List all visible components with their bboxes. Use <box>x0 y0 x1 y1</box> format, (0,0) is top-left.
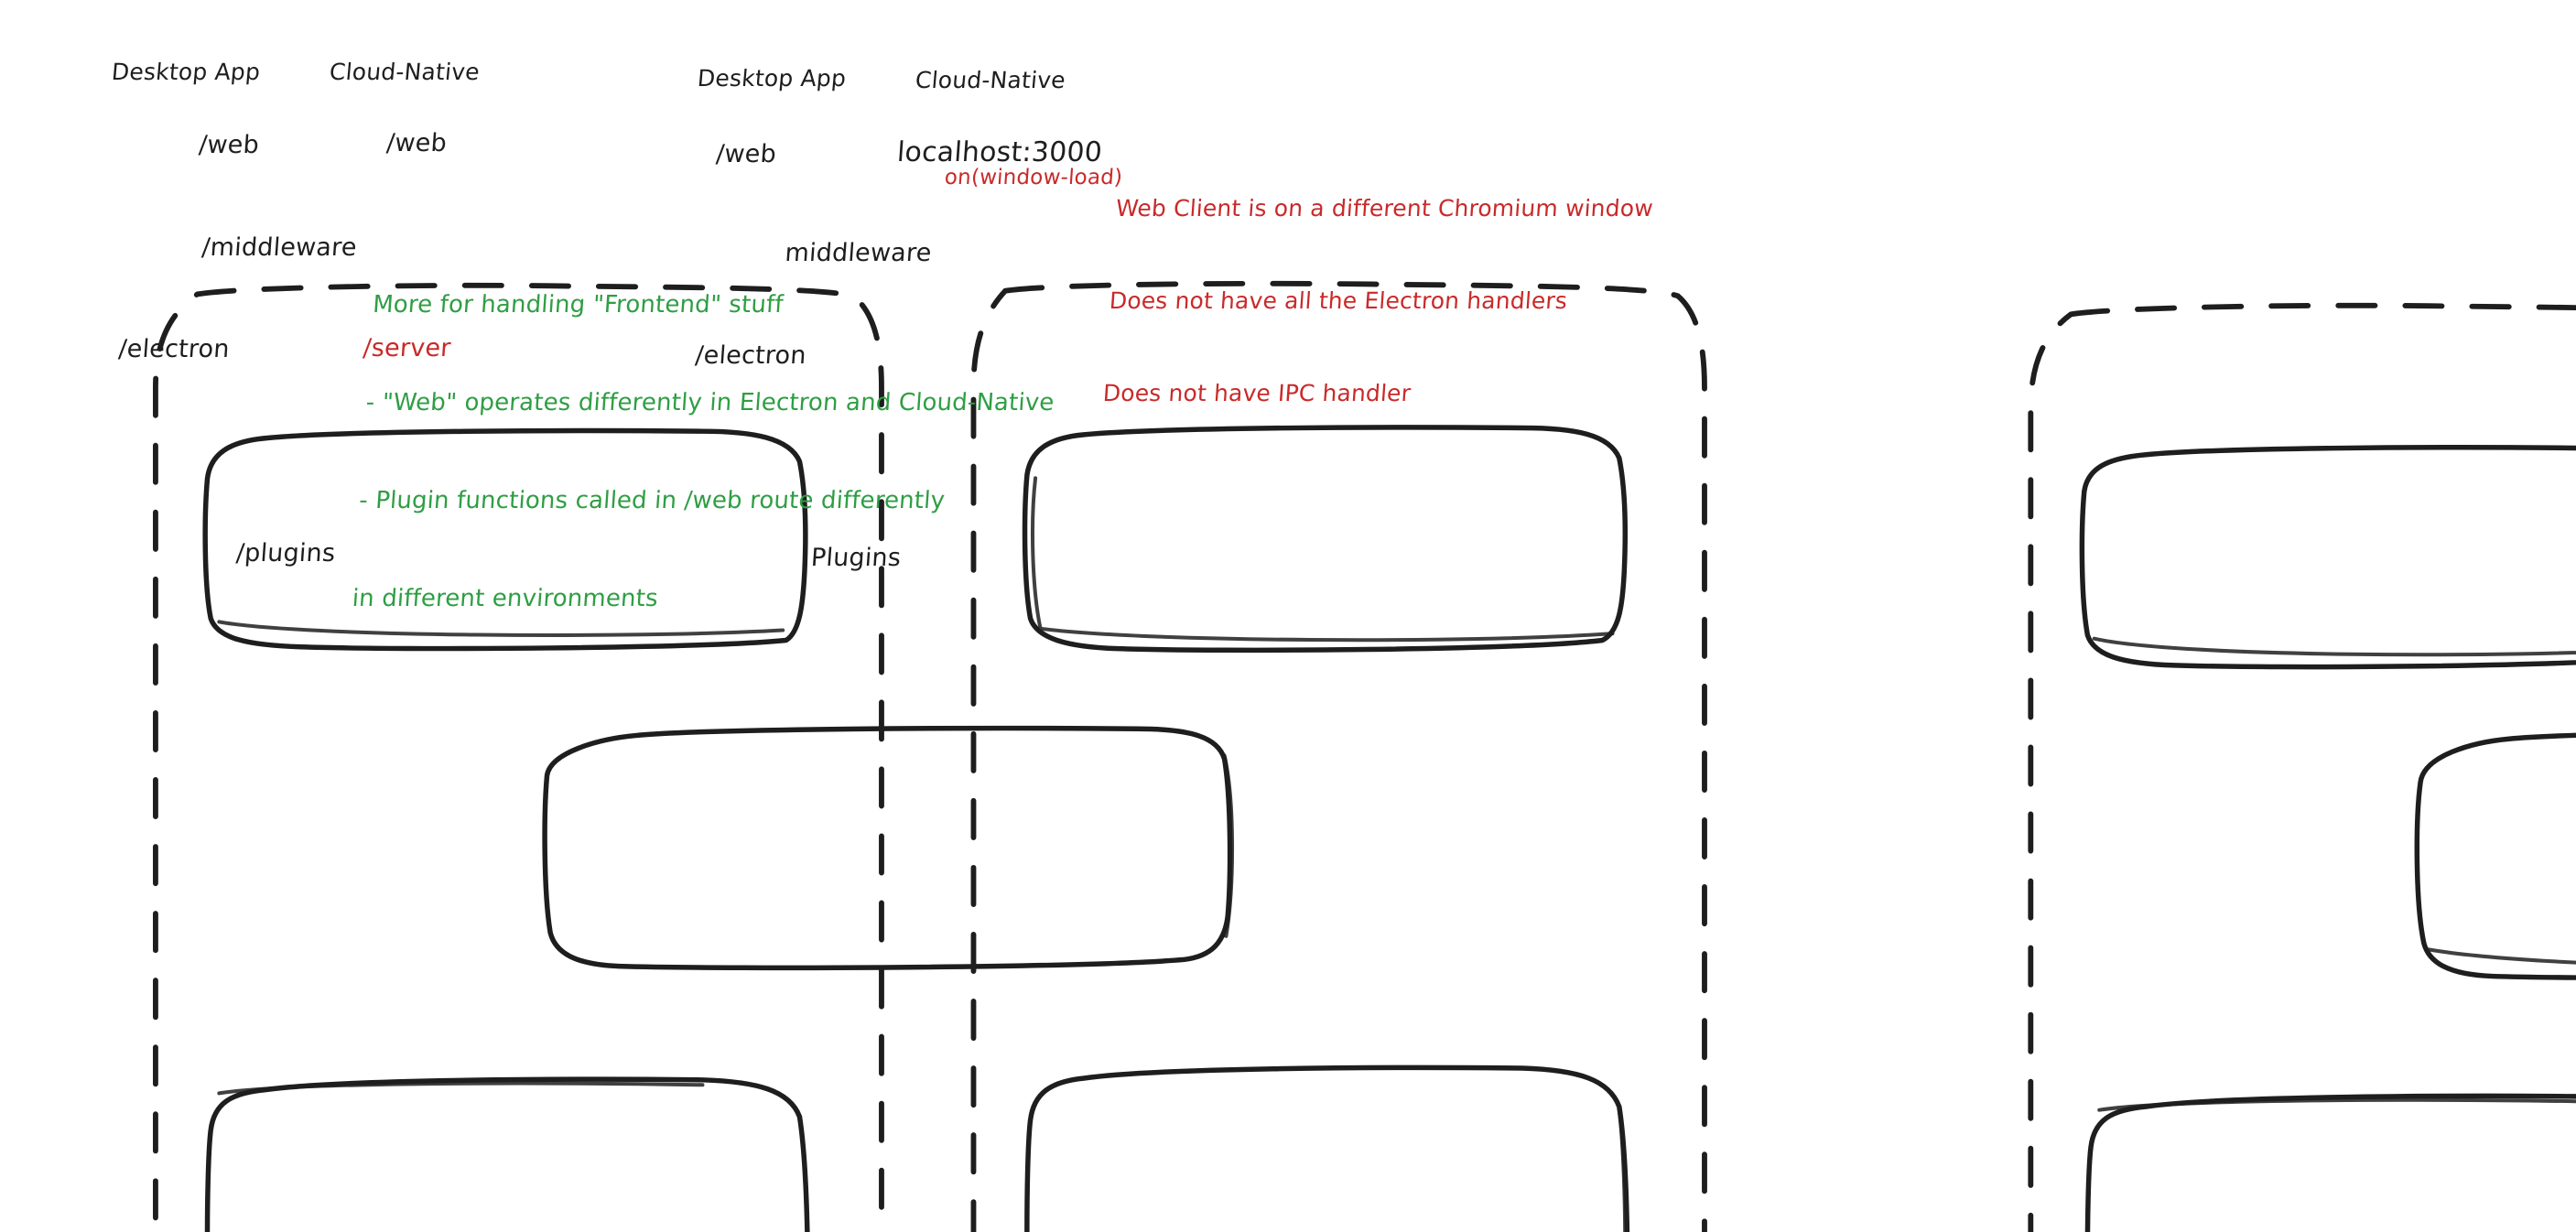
left-web-cloud-label: /web <box>385 129 448 157</box>
green-annotation-line-2: - "Web" operates differently in Electron… <box>364 389 1055 417</box>
red-annotation-line-2: Does not have all the Electron handlers <box>1109 286 1569 314</box>
left-web-desktop-label: /web <box>198 131 260 159</box>
red-annotation-line-3: Does not have IPC handler <box>1101 380 1412 406</box>
left-desktop-app-container <box>153 282 884 1232</box>
red-annotation: Web Client is on a different Chromium wi… <box>1098 131 1659 470</box>
node-left-web-desktop <box>202 427 808 652</box>
right-onwindowload-label: on(window-load) <box>943 166 1124 189</box>
green-annotation-line-4: in different environments <box>351 584 659 612</box>
right-web-desktop-label: /web <box>715 140 777 168</box>
left-cloud-native-container <box>970 280 1707 1232</box>
green-annotation-line-3: - Plugin functions called in /web route … <box>358 486 947 514</box>
left-plugins-label: /plugins <box>234 539 337 567</box>
node-left-server <box>1024 1064 1630 1232</box>
node-left-web-cloud <box>1022 425 1629 654</box>
left-cloud-native-title: Cloud-Native <box>328 59 482 85</box>
node-right-electron <box>2084 1093 2576 1232</box>
green-annotation-line-1: More for handling "Frontend" stuff <box>372 291 785 319</box>
red-annotation-line-1: Web Client is on a different Chromium wi… <box>1115 194 1654 222</box>
left-electron-label: /electron <box>117 335 231 363</box>
left-middleware-label: /middleware <box>200 233 358 262</box>
node-left-middleware <box>542 725 1235 971</box>
node-right-middleware <box>2414 732 2576 980</box>
node-left-electron <box>204 1076 810 1232</box>
node-right-web-desktop <box>2079 445 2576 670</box>
left-desktop-app-title: Desktop App <box>110 59 262 85</box>
right-cloud-native-title: Cloud-Native <box>914 67 1067 93</box>
green-annotation: More for handling "Frontend" stuff - "We… <box>347 224 1067 681</box>
right-desktop-app-container <box>2028 302 2576 1232</box>
right-desktop-app-title: Desktop App <box>696 65 848 92</box>
